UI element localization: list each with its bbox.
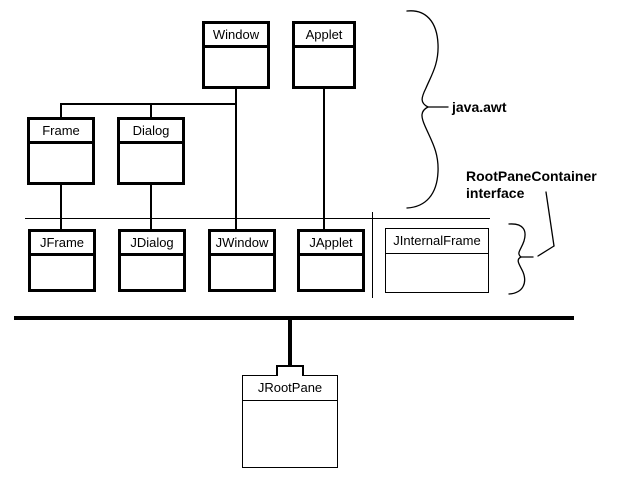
java-awt-brace [406, 10, 449, 209]
connector-window-to-jwindow [235, 89, 237, 229]
connector-dialog-down [150, 185, 152, 229]
rootpanecontainer-brace [508, 223, 534, 295]
rootpane-aggregation-stem [288, 318, 292, 365]
connector-applet-to-japplet [323, 89, 325, 229]
class-title-dialog: Dialog [120, 120, 182, 144]
class-title-jwindow: JWindow [211, 232, 273, 256]
class-box-jframe[interactable]: JFrame [28, 229, 96, 292]
class-box-applet[interactable]: Applet [292, 21, 356, 89]
class-box-frame[interactable]: Frame [27, 117, 95, 185]
class-title-frame: Frame [30, 120, 92, 144]
connector-bus-to-dialog [150, 103, 152, 117]
rootpane-aggregation-bus [14, 316, 574, 320]
class-title-applet: Applet [295, 24, 353, 48]
interface-label-line2: interface [466, 185, 525, 201]
class-title-jrootpane: JRootPane [243, 376, 337, 401]
interface-leader-line [537, 191, 555, 257]
interface-label-line1: RootPaneContainer [466, 168, 597, 184]
connector-window-bus [61, 103, 236, 105]
class-box-dialog[interactable]: Dialog [117, 117, 185, 185]
class-box-jinternalframe[interactable]: JInternalFrame [385, 228, 489, 293]
class-box-jwindow[interactable]: JWindow [208, 229, 276, 292]
group-divider [372, 212, 373, 298]
class-title-jframe: JFrame [31, 232, 93, 256]
rootpane-tab-connector [276, 365, 304, 376]
class-title-jdialog: JDialog [121, 232, 183, 256]
class-box-jrootpane[interactable]: JRootPane [242, 375, 338, 468]
connector-frame-down [60, 185, 62, 229]
class-box-jdialog[interactable]: JDialog [118, 229, 186, 292]
class-title-jinternalframe: JInternalFrame [386, 229, 488, 254]
class-box-japplet[interactable]: JApplet [297, 229, 365, 292]
connector-bus-to-frame [60, 103, 62, 117]
swing-package-separator [25, 218, 490, 219]
package-label-java-awt: java.awt [452, 99, 507, 115]
class-title-japplet: JApplet [300, 232, 362, 256]
class-title-window: Window [205, 24, 267, 48]
class-box-window[interactable]: Window [202, 21, 270, 89]
